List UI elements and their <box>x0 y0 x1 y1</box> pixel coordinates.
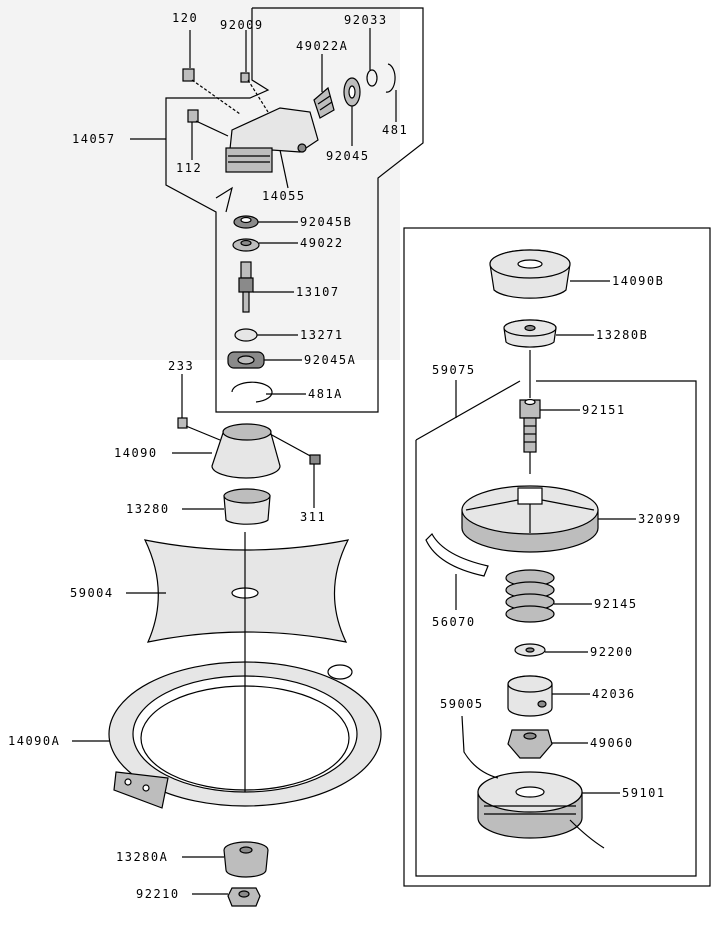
bolt-112-icon <box>187 109 229 137</box>
spring-92145-icon <box>505 569 555 623</box>
label-14057: 14057 <box>72 132 116 146</box>
bearing-92045a-icon <box>227 351 265 369</box>
bump-knob-49060-icon <box>507 729 553 759</box>
blade-cover-14090-icon <box>211 423 315 479</box>
label-59101: 59101 <box>622 786 666 800</box>
label-481a: 481A <box>308 387 343 401</box>
label-92145: 92145 <box>594 597 638 611</box>
trimmer-head-subgroup-outline <box>415 380 697 877</box>
bolt-92151-icon <box>519 398 541 453</box>
label-49022: 49022 <box>300 236 344 250</box>
label-92210: 92210 <box>136 887 180 901</box>
label-49060: 49060 <box>590 736 634 750</box>
label-14090b: 14090B <box>612 274 664 288</box>
label-14090a: 14090A <box>8 734 60 748</box>
line-59005-icon <box>461 715 499 779</box>
line-59005-end-icon <box>569 819 605 849</box>
gearcase-group-outline <box>165 7 424 413</box>
circlip-481-icon <box>385 63 396 93</box>
bearing-92045b-icon <box>233 215 259 229</box>
label-13107: 13107 <box>296 285 340 299</box>
label-59075: 59075 <box>432 363 476 377</box>
label-481: 481 <box>382 123 408 137</box>
blade-59004-icon <box>143 539 350 643</box>
bearing-92045-icon <box>343 77 361 107</box>
label-49022a: 49022A <box>296 39 348 53</box>
label-13271: 13271 <box>300 328 344 342</box>
spool-59101-icon <box>477 771 583 839</box>
bevel-gear-49022-icon <box>232 238 260 252</box>
bolt-120-icon <box>182 68 241 115</box>
label-112: 112 <box>176 161 202 175</box>
label-13280: 13280 <box>126 502 170 516</box>
label-14055: 14055 <box>262 189 306 203</box>
circlip-481a-icon <box>231 381 273 403</box>
nut-92210-icon <box>227 887 261 907</box>
label-42036: 42036 <box>592 687 636 701</box>
washer-92200-icon <box>514 643 546 657</box>
label-233: 233 <box>168 359 194 373</box>
holder-13280a-icon <box>223 841 269 878</box>
washer-92033-icon <box>366 69 378 87</box>
collar-13271-icon <box>234 328 258 342</box>
shaft-group-bracket <box>215 186 233 213</box>
knob-42036-icon <box>507 675 553 717</box>
label-32099: 32099 <box>638 512 682 526</box>
cap-14090b-icon <box>489 249 571 299</box>
label-56070: 56070 <box>432 615 476 629</box>
holder-13280-icon <box>223 488 271 525</box>
label-92151: 92151 <box>582 403 626 417</box>
label-92045b: 92045B <box>300 215 352 229</box>
spool-housing-32099-icon <box>461 485 599 553</box>
background-tint <box>0 0 400 360</box>
label-59005: 59005 <box>440 697 484 711</box>
leader-lines <box>72 28 636 895</box>
label-14090: 14090 <box>114 446 158 460</box>
nut-311-icon <box>309 454 321 465</box>
label-92009: 92009 <box>220 18 264 32</box>
holder-13280b-icon <box>503 319 557 348</box>
line-guide-56070-icon <box>425 533 489 577</box>
trimmer-head-group-box <box>403 227 711 887</box>
gear-case-14055-icon <box>225 107 319 173</box>
label-13280a: 13280A <box>116 850 168 864</box>
label-120: 120 <box>172 11 198 25</box>
screw-92009-icon <box>240 72 269 113</box>
shaft-13107-icon <box>238 261 254 313</box>
label-92033: 92033 <box>344 13 388 27</box>
label-92045: 92045 <box>326 149 370 163</box>
label-311: 311 <box>300 510 326 524</box>
label-59004: 59004 <box>70 586 114 600</box>
label-13280b: 13280B <box>596 328 648 342</box>
label-92200: 92200 <box>590 645 634 659</box>
bevel-gear-49022a-icon <box>313 86 335 119</box>
label-92045a: 92045A <box>304 353 356 367</box>
